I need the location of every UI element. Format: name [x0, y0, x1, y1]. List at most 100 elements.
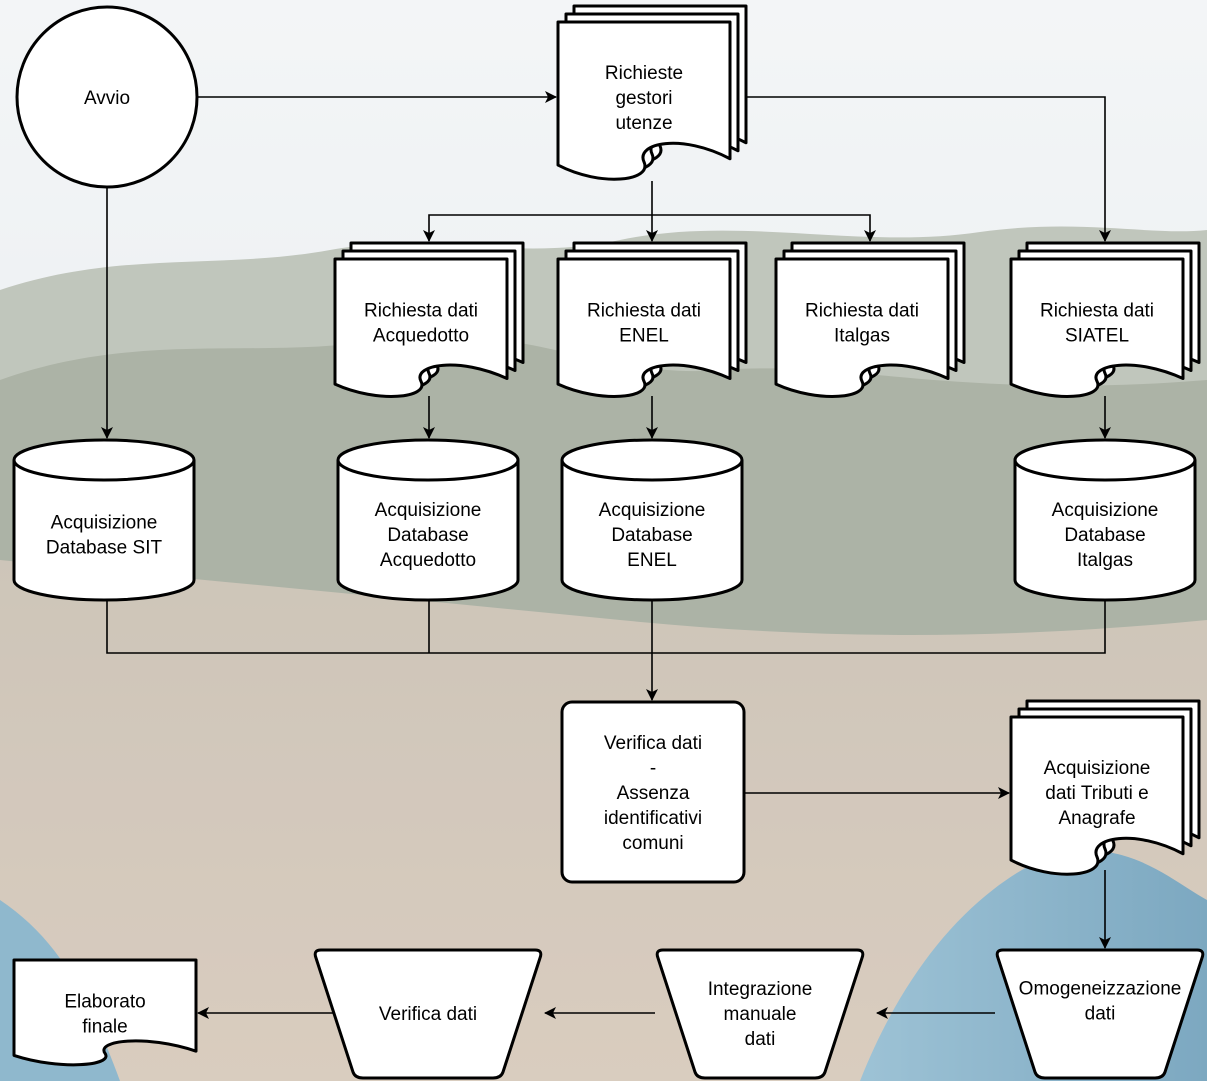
document-sheet-shape [556, 257, 732, 398]
node-label-line: Assenza [617, 783, 690, 804]
node-label: Omogeneizzazione dati [1019, 979, 1182, 1025]
connector-edge [746, 96, 1111, 242]
node-final: Elaborato finale [12, 958, 198, 1067]
database-cylinder-rim [336, 459, 520, 482]
process-box-shape [560, 700, 746, 884]
node-label-line: finale [82, 1017, 127, 1038]
node-label-line: Anagrafe [1058, 808, 1135, 829]
connector-edge [106, 600, 1106, 654]
node-label-line: Database [387, 525, 468, 546]
start-circle-shape [15, 5, 199, 189]
node-label-line: utenze [615, 113, 672, 134]
database-cylinder-shape [336, 438, 520, 602]
document-sheet-shape [1009, 257, 1185, 398]
database-cylinder-rim [560, 459, 744, 482]
database-cylinder-rim [12, 459, 196, 482]
node-label-line: SIATEL [1065, 326, 1129, 347]
node-label-line: Richieste [605, 63, 683, 84]
manual-operation-shape [995, 948, 1205, 1080]
node-label: Integrazione manuale dati [708, 979, 813, 1050]
document-sheet-shape [774, 257, 950, 398]
node-label-line: Elaborato [64, 992, 145, 1013]
node-label-line: ENEL [619, 326, 669, 347]
node-label-line: Verifica dati [379, 1004, 477, 1025]
node-label-line: dati [1085, 1004, 1116, 1025]
node-label: Richieste gestori utenze [605, 63, 683, 134]
node-label-line: Acquisizione [51, 513, 158, 534]
database-cylinder-shape [12, 438, 196, 602]
document-shape [12, 958, 198, 1067]
connector-edge [652, 214, 876, 242]
node-label-line: Italgas [1077, 550, 1133, 571]
node-label-line: Database SIT [46, 538, 163, 559]
node-label-line: dati Tributi e [1045, 783, 1149, 804]
node-verify: Verifica dati [313, 948, 543, 1080]
database-cylinder-shape [1013, 438, 1197, 602]
manual-operation-shape [655, 948, 865, 1080]
node-requests: Richieste gestori utenze [556, 4, 748, 181]
node-label-line: Acquisizione [599, 500, 706, 521]
node-label-line: gestori [615, 88, 672, 109]
database-cylinder-shape [560, 438, 744, 602]
node-label-line: Richiesta dati [587, 301, 701, 322]
node-label-line: comuni [622, 833, 683, 854]
node-label: Elaborato finale [64, 992, 145, 1038]
node-label-line: Avvio [84, 88, 130, 109]
node-label-line: - [650, 758, 656, 779]
node-label-line: Database [1064, 525, 1145, 546]
node-tributi: Acquisizione dati Tributi e Anagrafe [1009, 699, 1201, 876]
node-manual: Integrazione manuale dati [655, 948, 865, 1080]
node-label-line: Database [611, 525, 692, 546]
document-sheet-shape [556, 20, 732, 181]
node-verify-ids: Verifica dati - Assenza identificativi comun… [560, 700, 746, 884]
node-label-line: Acquedotto [373, 326, 469, 347]
node-label-line: Integrazione [708, 979, 813, 1000]
connector-edge [423, 214, 652, 242]
node-label-line: manuale [724, 1004, 797, 1025]
node-label: Acquisizione dati Tributi e Anagrafe [1044, 758, 1151, 829]
node-homogenize: Omogeneizzazione dati [995, 948, 1205, 1080]
node-label-line: ENEL [627, 550, 677, 571]
node-label-line: Acquedotto [380, 550, 476, 571]
node-label-line: Acquisizione [375, 500, 482, 521]
connectors [101, 91, 1111, 1019]
node-label-line: identificativi [604, 808, 702, 829]
node-label-line: Verifica dati [604, 733, 702, 754]
node-label-line: Richiesta dati [1040, 301, 1154, 322]
node-label-line: Omogeneizzazione [1019, 979, 1182, 1000]
document-sheet-shape [333, 257, 509, 398]
node-label-line: Acquisizione [1044, 758, 1151, 779]
node-label-line: Richiesta dati [364, 301, 478, 322]
document-sheet-shape [1009, 715, 1185, 876]
node-label: Verifica dati [379, 1004, 477, 1025]
node-label-line: Italgas [834, 326, 890, 347]
node-label-line: Richiesta dati [805, 301, 919, 322]
manual-operation-shape [313, 948, 543, 1080]
database-cylinder-rim [1013, 459, 1197, 482]
node-label: Avvio [84, 88, 130, 109]
node-label: Verifica dati - Assenza identificativi comun… [604, 733, 702, 854]
node-start: Avvio [15, 5, 199, 189]
node-label-line: dati [745, 1029, 776, 1050]
node-label-line: Acquisizione [1052, 500, 1159, 521]
